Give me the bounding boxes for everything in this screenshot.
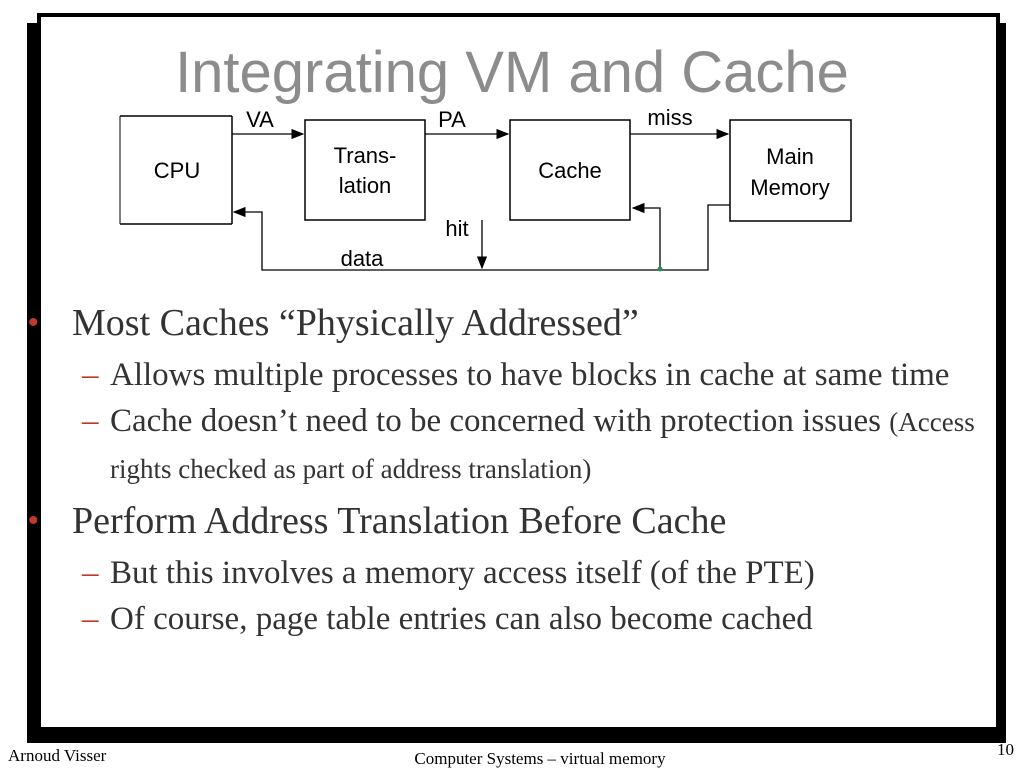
miss-label: miss <box>647 105 692 130</box>
sub-bullet-2-1-text: But this involves a memory access itself… <box>110 555 815 591</box>
va-label: VA <box>246 107 274 132</box>
sub-bullet-1-1: – Allows multiple processes to have bloc… <box>28 352 988 398</box>
sub-marker: – <box>82 601 99 637</box>
bullet-2: • Perform Address Translation Before Cac… <box>28 498 988 544</box>
vm-cache-diagram: CPU Trans- lation Cache Main Memory VA P… <box>119 105 852 272</box>
bullet-1: • Most Caches “Physically Addressed” <box>28 300 988 346</box>
footer-course: Computer Systems – virtual memory <box>414 749 666 768</box>
cache-box: Cache <box>509 119 631 221</box>
slide-title: Integrating VM and Cache <box>175 40 849 105</box>
bullet-2-text: Perform Address Translation Before Cache <box>72 500 727 542</box>
sub-bullet-2-2-text: Of course, page table entries can also b… <box>110 601 813 637</box>
sub-bullet-2-2: – Of course, page table entries can also… <box>28 596 988 642</box>
sub-bullet-2-1: – But this involves a memory access itse… <box>28 550 988 596</box>
sub-marker: – <box>82 555 99 591</box>
pa-label: PA <box>438 107 466 132</box>
memory-label-1: Main <box>766 144 814 169</box>
translation-label-1: Trans- <box>334 143 397 168</box>
bullet-list: • Most Caches “Physically Addressed” – A… <box>28 300 988 642</box>
memory-label-2: Memory <box>750 175 829 200</box>
bullet-marker: • <box>28 504 39 537</box>
hit-label: hit <box>445 216 468 241</box>
slide-frame <box>37 13 1000 731</box>
translation-box: Trans- lation <box>304 119 426 221</box>
bullet-marker: • <box>28 306 39 339</box>
cache-label: Cache <box>538 158 602 183</box>
junction-dot <box>657 266 663 272</box>
main-memory-box: Main Memory <box>729 119 852 222</box>
cpu-box: CPU <box>119 115 233 225</box>
data-label: data <box>341 246 385 271</box>
bullet-1-text: Most Caches “Physically Addressed” <box>72 302 639 344</box>
translation-label-2: lation <box>339 173 392 198</box>
cache-fill-arrow <box>631 202 661 270</box>
sub-bullet-1-2: – Cache doesn’t need to be concerned wit… <box>28 398 988 492</box>
sub-bullet-1-1-text: Allows multiple processes to have blocks… <box>110 357 950 393</box>
sub-bullet-1-2-text: Cache doesn’t need to be concerned with … <box>110 403 881 439</box>
cpu-label: CPU <box>154 158 200 183</box>
page-number: 10 <box>997 740 1014 759</box>
footer-author: Arnoud Visser <box>8 746 107 765</box>
sub-bullet-1-2-note: (Access rights checked as part of addres… <box>110 407 975 484</box>
sub-marker: – <box>82 403 99 439</box>
sub-marker: – <box>82 357 99 393</box>
data-return-arrow <box>232 204 730 271</box>
